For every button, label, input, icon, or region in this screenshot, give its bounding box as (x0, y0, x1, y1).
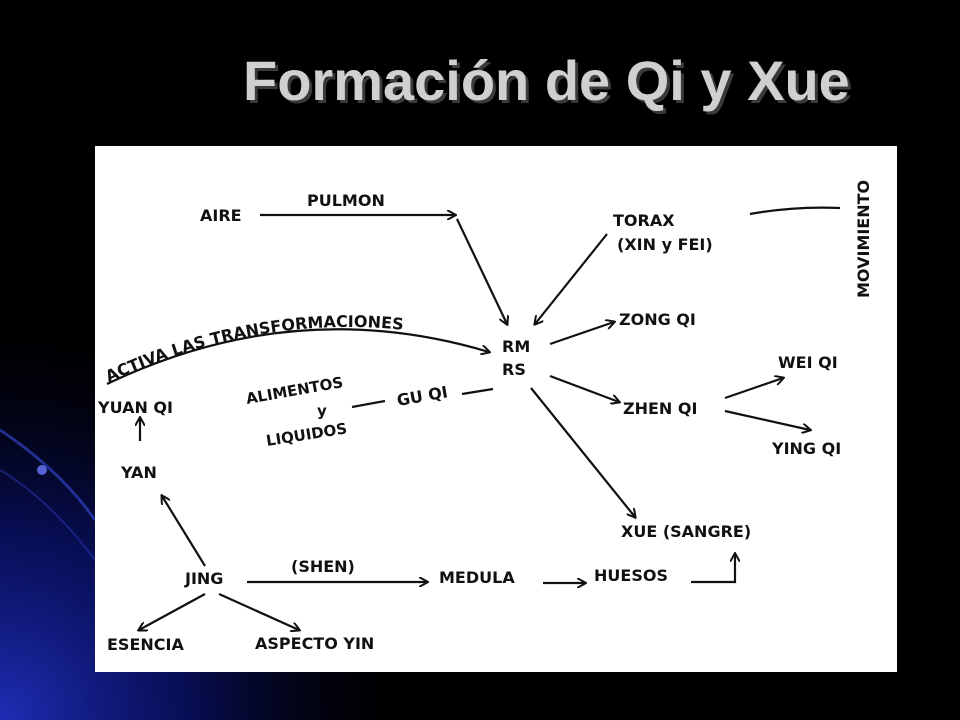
node-aire: AIRE (200, 206, 242, 225)
node-rm: RM (502, 337, 530, 356)
arrow-activa-rm (106, 328, 489, 385)
arrow-rm-zongqi (549, 322, 614, 346)
arrow-jing-yan (162, 496, 206, 567)
arrow-rs-zhenqi (549, 374, 619, 402)
node-movimiento: MOVIMIENTO (854, 180, 873, 298)
node-gu-qi: GU QI (395, 382, 449, 410)
slide-title: Formación de Qi y Xue (243, 49, 850, 112)
node-rs: RS (502, 360, 526, 379)
node-huesos: HUESOS (594, 566, 668, 585)
node-torax: TORAX (613, 211, 675, 230)
node-liquidos: LIQUIDOS (265, 419, 348, 450)
node-jing: JING (184, 569, 223, 588)
node-aspecto-yin: ASPECTO YIN (255, 634, 374, 653)
arrow-pulmon-rm (456, 218, 507, 324)
node-activa: ACTIVA LAS TRANSFORMACIONES (102, 312, 404, 386)
node-shen: (SHEN) (291, 557, 355, 576)
node-xin-fei: (XIN y FEI) (617, 235, 713, 254)
node-esencia: ESENCIA (107, 635, 184, 654)
arrow-torax-rm (535, 233, 608, 324)
line-guqi-rs (461, 387, 494, 396)
node-activa-text: ACTIVA LAS TRANSFORMACIONES (102, 312, 404, 386)
node-medula: MEDULA (439, 568, 515, 587)
arrow-zhenqi-weiqi (724, 378, 783, 400)
line-alimentos-guqi (351, 399, 386, 409)
line-movimiento-torax (749, 206, 841, 216)
node-pulmon: PULMON (307, 191, 385, 210)
arrow-rs-xue (530, 387, 635, 517)
node-yan: YAN (120, 463, 157, 482)
diagram-edges (106, 206, 841, 630)
node-zhen-qi: ZHEN QI (623, 399, 697, 418)
qi-xue-diagram: AIRE PULMON TORAX (XIN y FEI) MOVIMIENTO… (95, 146, 897, 672)
node-xue: XUE (SANGRE) (621, 522, 751, 541)
node-wei-qi: WEI QI (778, 353, 838, 372)
node-yuan-qi: YUAN QI (97, 398, 173, 417)
node-alimentos: ALIMENTOS (245, 373, 345, 408)
arrow-zhenqi-yingqi (724, 409, 810, 430)
arrow-huesos-xue (691, 554, 735, 584)
node-alimentos-y: y (317, 402, 327, 420)
node-ying-qi: YING QI (771, 439, 841, 458)
diagram-nodes: AIRE PULMON TORAX (XIN y FEI) MOVIMIENTO… (97, 180, 873, 654)
arrow-jing-esencia (139, 593, 206, 630)
arrow-jing-aspectoyin (218, 592, 299, 630)
node-zong-qi: ZONG QI (619, 310, 696, 329)
